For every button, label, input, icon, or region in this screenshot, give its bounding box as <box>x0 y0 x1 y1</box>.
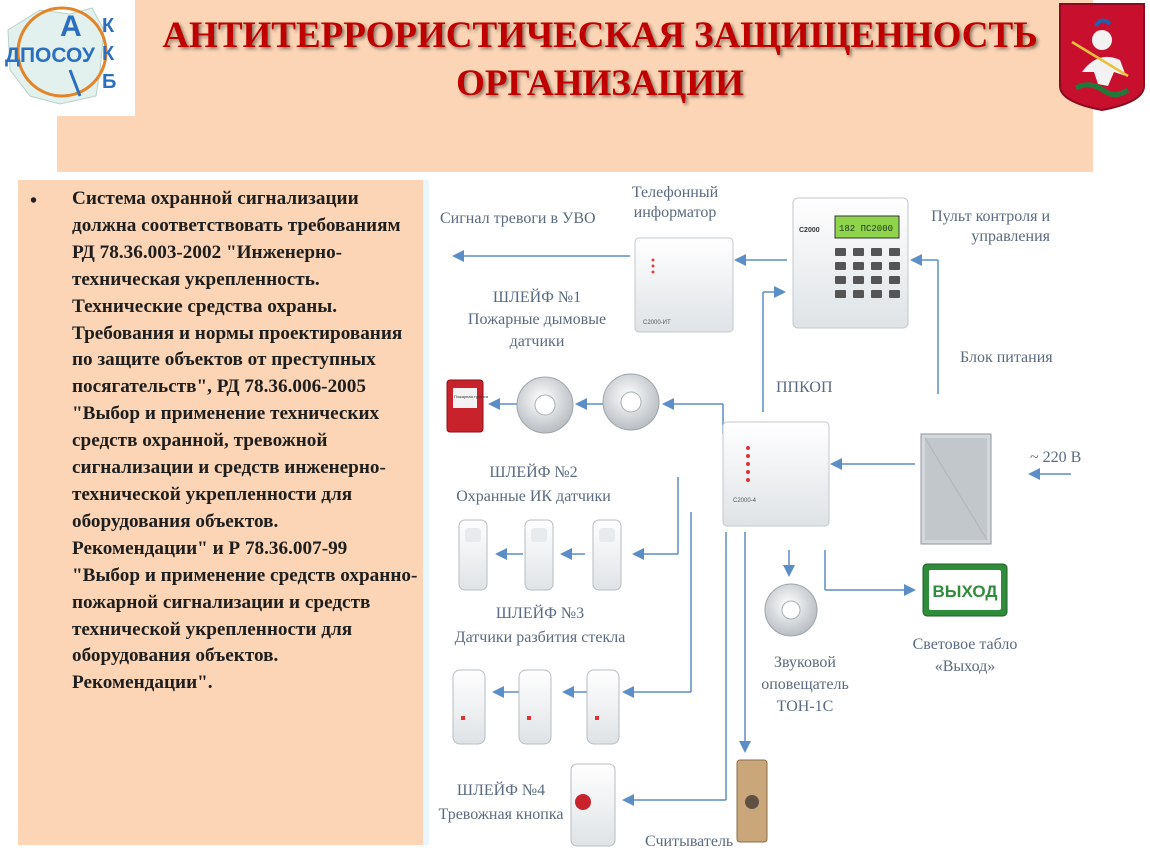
title-line-2: ОРГАНИЗАЦИИ <box>456 63 744 104</box>
sounder-label: Звуковой оповещатель ТОН-1С <box>761 654 849 715</box>
svg-text:К: К <box>102 43 115 65</box>
title-line-1: АНТИТЕРРОРИСТИЧЕСКАЯ ЗАЩИЩЕННОСТЬ <box>162 15 1038 56</box>
title-band <box>57 0 1093 172</box>
ppkop-label: ППКОП <box>776 379 833 396</box>
alarm-signal-label: Сигнал тревоги в УВО <box>440 210 596 227</box>
svg-text:К: К <box>102 15 115 37</box>
svg-text:С2000-ИТ: С2000-ИТ <box>643 320 671 326</box>
divider <box>423 180 429 845</box>
svg-text:С2000: С2000 <box>799 227 820 234</box>
organization-logo: ДПОСОУ А К К Б <box>0 0 135 116</box>
loop4-label: ШЛЕЙФ №4 Тревожная кнопка <box>438 782 564 823</box>
svg-text:ДПОСОУ: ДПОСОУ <box>5 44 96 67</box>
smoke-detector-icon <box>516 376 574 434</box>
loop3-label: ШЛЕЙФ №3 Датчики разбития стекла <box>454 605 626 646</box>
control-panel-label: Пульт контроля и управления <box>931 208 1050 245</box>
ir-motion-detector-icon <box>524 519 554 591</box>
page-title: АНТИТЕРРОРИСТИЧЕСКАЯ ЗАЩИЩЕННОСТЬ ОРГАНИ… <box>140 12 1060 108</box>
control-panel-device: 182 ПС2000 С2000 <box>792 197 909 329</box>
power-supply-device <box>920 433 992 545</box>
card-reader-icon <box>736 759 768 843</box>
loop1-label: ШЛЕЙФ №1 Пожарные дымовые датчики <box>467 289 607 350</box>
glass-break-detector-icon <box>452 669 486 745</box>
svg-text:ВЫХОД: ВЫХОД <box>933 582 998 601</box>
svg-text:182 ПС2000: 182 ПС2000 <box>839 224 893 234</box>
security-system-diagram: С2000-ИТ 182 ПС2000 С2000 С2000-4 Пожарн… <box>446 197 1071 847</box>
ir-motion-detector-icon <box>458 519 488 591</box>
phone-informer-label: Телефонный информатор <box>631 184 719 221</box>
power-block-label: Блок питания <box>960 349 1053 366</box>
mains-label: ~ 220 В <box>1030 449 1082 466</box>
bullet-marker: • <box>30 190 38 212</box>
exit-sign-label: Световое табло «Выход» <box>912 636 1018 675</box>
text-panel <box>18 180 423 845</box>
phone-informer-device: С2000-ИТ <box>634 237 734 333</box>
svg-text:Б: Б <box>102 71 116 93</box>
sounder-icon <box>764 583 818 637</box>
glass-break-detector-icon <box>586 669 620 745</box>
svg-text:С2000-4: С2000-4 <box>733 498 757 504</box>
requirements-paragraph: Система охранной сигнализации должна соо… <box>72 188 418 694</box>
ppkop-device: С2000-4 <box>722 421 830 527</box>
ir-motion-detector-icon <box>592 519 622 591</box>
coat-of-arms-icon <box>1058 2 1146 112</box>
svg-text:Пожарная тревога: Пожарная тревога <box>454 394 489 399</box>
loop2-label: ШЛЕЙФ №2 Охранные ИК датчики <box>456 464 611 505</box>
glass-break-detector-icon <box>518 669 552 745</box>
panic-button-icon <box>570 763 616 847</box>
reader-label: Считыватель <box>645 833 734 850</box>
fire-alarm-button-icon: Пожарная тревога <box>446 379 489 433</box>
smoke-detector-icon <box>602 373 660 431</box>
svg-text:А: А <box>60 10 82 43</box>
exit-sign-icon: ВЫХОД <box>922 563 1008 617</box>
